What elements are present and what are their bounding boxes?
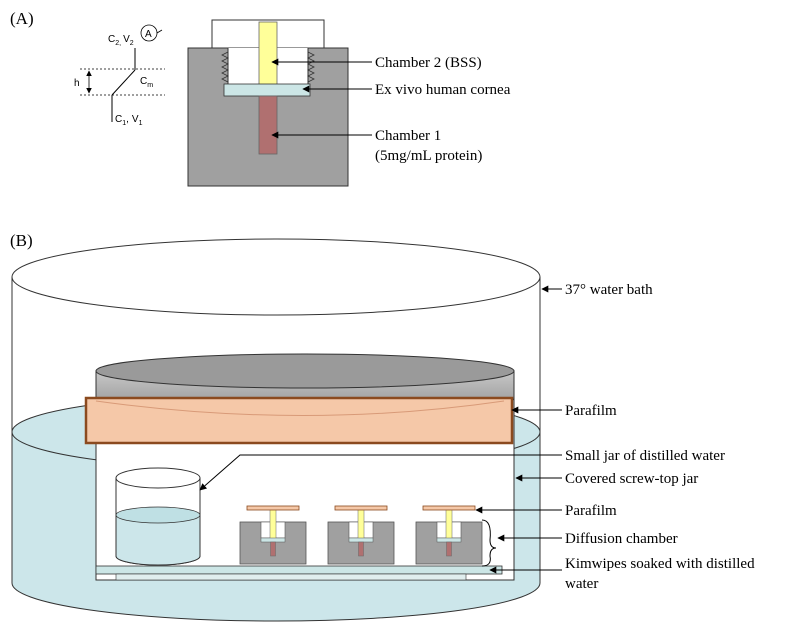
label-kimwipes-line2: water — [565, 576, 598, 592]
label-small-jar: Small jar of distilled water — [565, 448, 725, 464]
cornea-layer — [223, 83, 311, 97]
chamber-cap — [211, 19, 325, 48]
panel-label-a: (A) — [10, 9, 34, 28]
chamber2-rod — [258, 21, 278, 89]
label-parafilm-top: Parafilm — [565, 403, 617, 419]
cm-symbol: Cm — [140, 76, 153, 89]
label-diffusion-chamber: Diffusion chamber — [565, 531, 678, 547]
label-chamber1-line2: (5mg/mL protein) — [375, 148, 482, 164]
chamber1-rod — [258, 95, 278, 155]
c2-symbol: C2,V2 — [108, 34, 134, 47]
panel-label-b: (B) — [10, 231, 33, 250]
concentration-schematic: C2,V2 A h Cm C1,V1 — [74, 24, 165, 127]
label-chamber2: Chamber 2 (BSS) — [375, 55, 482, 71]
small-water-jar — [115, 467, 201, 566]
diffusion-chamber-section — [187, 19, 349, 187]
label-water-bath: 37° water bath — [565, 282, 653, 298]
jar-lid-top — [95, 353, 515, 389]
label-parafilm-chambers: Parafilm — [565, 503, 617, 519]
label-kimwipes-line1: Kimwipes soaked with distilled — [565, 556, 755, 572]
water-bath-rim — [11, 238, 541, 316]
kimwipes-layer — [95, 565, 503, 575]
parafilm-band — [84, 396, 514, 445]
label-cornea: Ex vivo human cornea — [375, 82, 511, 98]
label-screw-jar: Covered screw-top jar — [565, 471, 698, 487]
thickness-symbol: h — [74, 78, 80, 89]
c1-symbol: C1,V1 — [115, 114, 143, 127]
area-symbol: A — [145, 29, 152, 40]
label-chamber1-line1: Chamber 1 — [375, 128, 441, 144]
